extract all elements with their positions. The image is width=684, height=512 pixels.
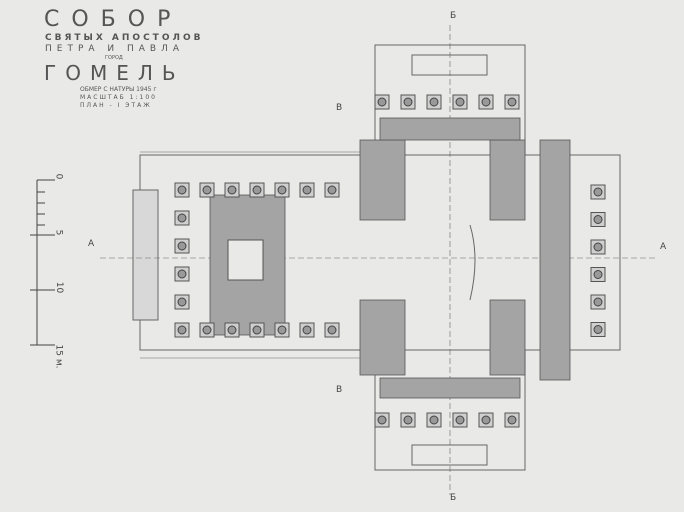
column-shaft (429, 97, 439, 107)
title-sobor: СОБОР (44, 7, 183, 32)
column-shaft (277, 325, 287, 335)
section-mark-v-top: В (336, 103, 343, 113)
column-shaft (429, 415, 439, 425)
column-shaft (202, 325, 212, 335)
column-shaft (177, 325, 187, 335)
wall-east (539, 139, 571, 381)
title-city-label: ГОРОД (105, 55, 123, 61)
pier-se (489, 299, 526, 376)
column-shaft (377, 97, 387, 107)
column-shaft (177, 213, 187, 223)
column-shaft (202, 185, 212, 195)
column-shaft (177, 241, 187, 251)
scale-note: МАСШТАБ 1:100 (80, 94, 157, 101)
title-saints: СВЯТЫХ АПОСТОЛОВ (45, 33, 204, 43)
section-mark-b-top: Б (450, 11, 457, 21)
west-porch (132, 189, 159, 321)
scale-tick-10: 10 (54, 281, 65, 294)
section-mark-b-bottom: Б (450, 493, 457, 503)
column-shaft (403, 415, 413, 425)
column-shaft (593, 325, 603, 334)
column-shaft (227, 325, 237, 335)
column-shaft (593, 187, 603, 197)
pier-ne (489, 139, 526, 221)
column-shaft (481, 415, 491, 425)
column-shaft (327, 185, 337, 195)
wall-north (379, 117, 521, 141)
column-shaft (593, 297, 603, 307)
sheet-note: ПЛАН - I ЭТАЖ (80, 102, 152, 109)
pier-nw (359, 139, 406, 221)
column-shaft (593, 270, 603, 279)
column-shaft (481, 97, 491, 107)
pier-sw (359, 299, 406, 376)
column-shaft (302, 325, 312, 335)
wall-south (379, 377, 521, 399)
column-shaft (252, 185, 262, 195)
column-shaft (227, 185, 237, 195)
north-stair (411, 54, 488, 76)
section-mark-v-bottom: В (336, 385, 343, 395)
section-mark-a-right: А (660, 242, 667, 252)
column-shaft (455, 415, 465, 425)
column-shaft (177, 269, 187, 279)
column-shaft (377, 415, 387, 425)
column-shaft (177, 297, 187, 307)
column-shaft (302, 185, 312, 195)
title-peter-paul: ПЕТРА И ПАВЛА (45, 44, 185, 54)
column-shaft (277, 185, 287, 195)
column-shaft (177, 185, 187, 195)
column-shaft (507, 415, 517, 425)
column-shaft (252, 325, 262, 335)
scale-tick-15: 15 м. (53, 344, 64, 369)
scale-tick-0: 0 (53, 173, 64, 180)
south-stair (411, 444, 488, 466)
scale-tick-5: 5 (53, 229, 64, 236)
column-shaft (455, 97, 465, 107)
column-shaft (593, 242, 603, 252)
section-mark-a-left: А (88, 239, 95, 249)
column-shaft (327, 325, 337, 335)
column-shaft (593, 215, 603, 224)
column-shaft (507, 97, 517, 107)
title-city: ГОМЕЛЬ (44, 61, 185, 85)
column-shaft (403, 97, 413, 107)
survey-note: ОБМЕР С НАТУРЫ 1945 г (80, 86, 157, 93)
scale-bar (30, 179, 55, 346)
iconostasis-arc (469, 224, 476, 301)
